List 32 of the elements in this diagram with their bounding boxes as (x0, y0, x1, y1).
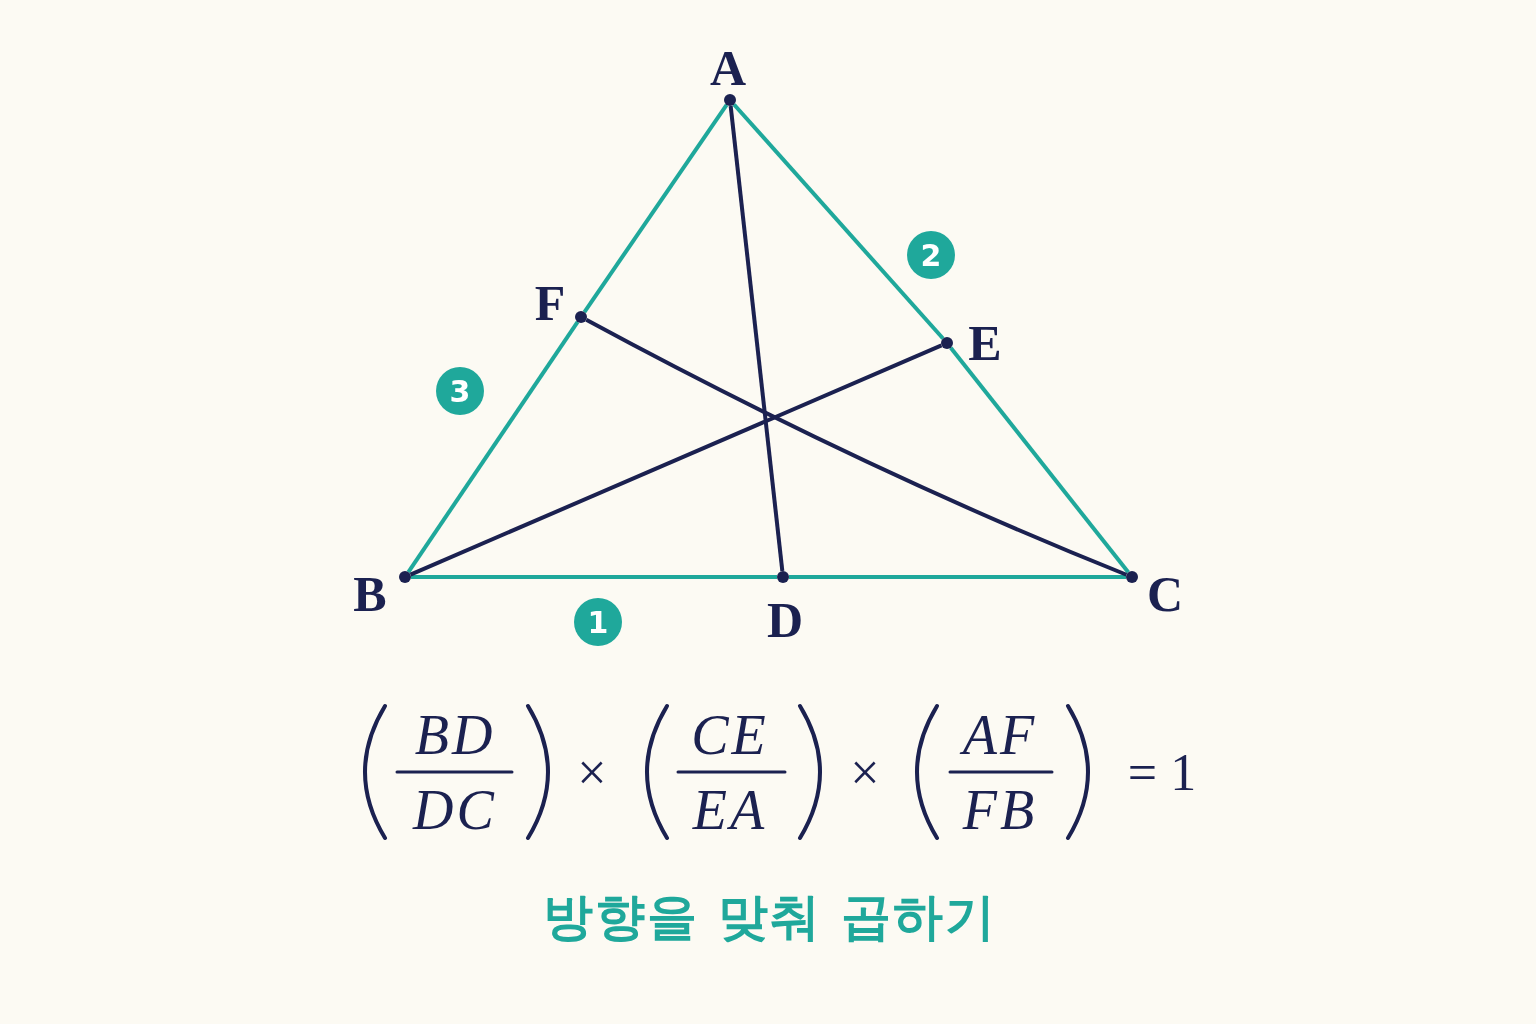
callout-number: 2 (907, 231, 955, 279)
formula-term: DC (413, 778, 497, 842)
point-dot (777, 571, 789, 583)
point-label: B (353, 565, 387, 623)
point-dot (724, 94, 736, 106)
line-segment (409, 343, 943, 577)
formula-operator: = 1 (1127, 742, 1197, 802)
callout-number: 1 (574, 598, 622, 646)
caption: 방향을 맞춰 곱하기 (542, 886, 998, 948)
point-label: C (1146, 565, 1184, 623)
point-dot (1126, 571, 1138, 583)
formula-term: EA (692, 778, 768, 842)
line-segment (406, 320, 580, 574)
line-segment (732, 103, 945, 340)
formula-operator: × (850, 742, 880, 802)
formula-term: FB (962, 778, 1038, 842)
formula-operator: × (577, 742, 607, 802)
point-label: A (709, 39, 747, 97)
formula-term: CE (691, 703, 769, 767)
line-segment (411, 575, 777, 579)
line-segment (949, 346, 1130, 574)
point-label: E (968, 314, 1002, 372)
line-segment (728, 105, 785, 572)
point-dot (399, 571, 411, 583)
point-label: F (534, 274, 566, 332)
callout-number: 3 (436, 367, 484, 415)
line-segment (585, 318, 1128, 577)
formula-term: BD (414, 703, 496, 767)
point-dot (575, 311, 587, 323)
line-segment (789, 575, 1126, 579)
line-segment (582, 103, 729, 314)
point-label: D (766, 591, 804, 649)
